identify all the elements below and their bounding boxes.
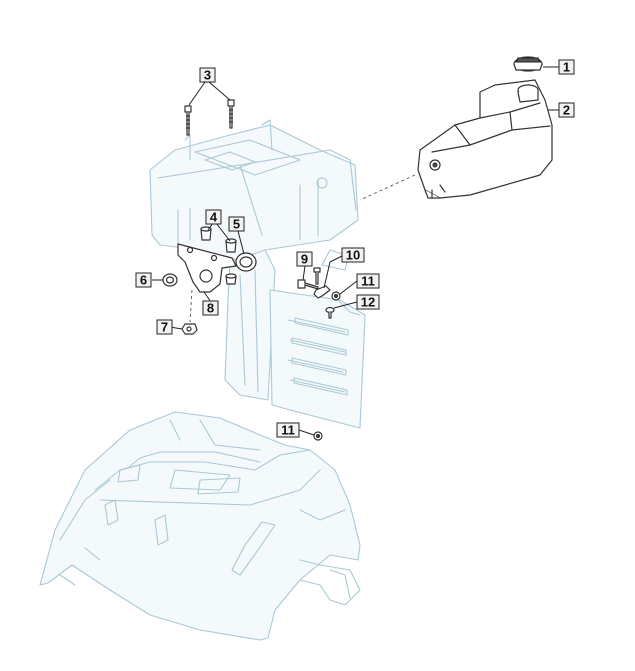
callout-1: 1 <box>558 59 575 75</box>
bolt-pair[interactable] <box>184 99 235 136</box>
small-nut[interactable] <box>331 291 341 301</box>
callout-11-upper: 11 <box>356 273 380 289</box>
callout-9: 9 <box>296 251 313 267</box>
callout-2: 2 <box>558 102 575 118</box>
nut[interactable] <box>181 323 198 335</box>
callout-1-label: 1 <box>563 60 570 75</box>
callout-2-label: 2 <box>563 103 570 118</box>
callout-4: 4 <box>205 209 222 225</box>
cap-plug[interactable] <box>162 273 178 287</box>
assembly-line-nut <box>189 289 193 323</box>
small-nut-lower[interactable] <box>313 431 323 441</box>
callout-11-lower: 11 <box>276 422 300 438</box>
callout-3: 3 <box>199 67 216 83</box>
callout-4-label: 4 <box>210 210 218 225</box>
callout-10: 10 <box>341 247 365 263</box>
bushings[interactable] <box>200 226 237 285</box>
callout-5-label: 5 <box>233 217 240 232</box>
clip-bracket[interactable] <box>313 285 331 299</box>
callout-9-label: 9 <box>301 252 308 267</box>
grommet[interactable] <box>235 252 257 272</box>
small-screw[interactable] <box>325 306 335 319</box>
callout-11-lower-label: 11 <box>281 423 295 438</box>
callout-6: 6 <box>135 272 152 288</box>
leader-lines <box>152 66 559 436</box>
fuel-tank[interactable] <box>417 79 553 199</box>
callout-6-label: 6 <box>140 273 147 288</box>
callout-3-label: 3 <box>204 68 211 83</box>
callout-10-label: 10 <box>346 248 360 263</box>
callout-7: 7 <box>156 319 173 335</box>
callout-12-label: 12 <box>361 295 375 310</box>
callout-5: 5 <box>228 216 245 232</box>
callout-11-upper-label: 11 <box>361 274 375 289</box>
callout-12: 12 <box>356 294 380 310</box>
callout-8-label: 8 <box>207 301 214 316</box>
callout-8: 8 <box>202 300 219 316</box>
fuel-cap[interactable] <box>513 56 543 72</box>
assembly-line-tank <box>359 174 416 201</box>
bracket-plate[interactable] <box>177 243 237 293</box>
fender-ghost <box>39 411 361 641</box>
screw-and-bolt[interactable] <box>297 267 321 290</box>
frame-ghost <box>149 119 366 429</box>
callout-7-label: 7 <box>161 320 168 335</box>
